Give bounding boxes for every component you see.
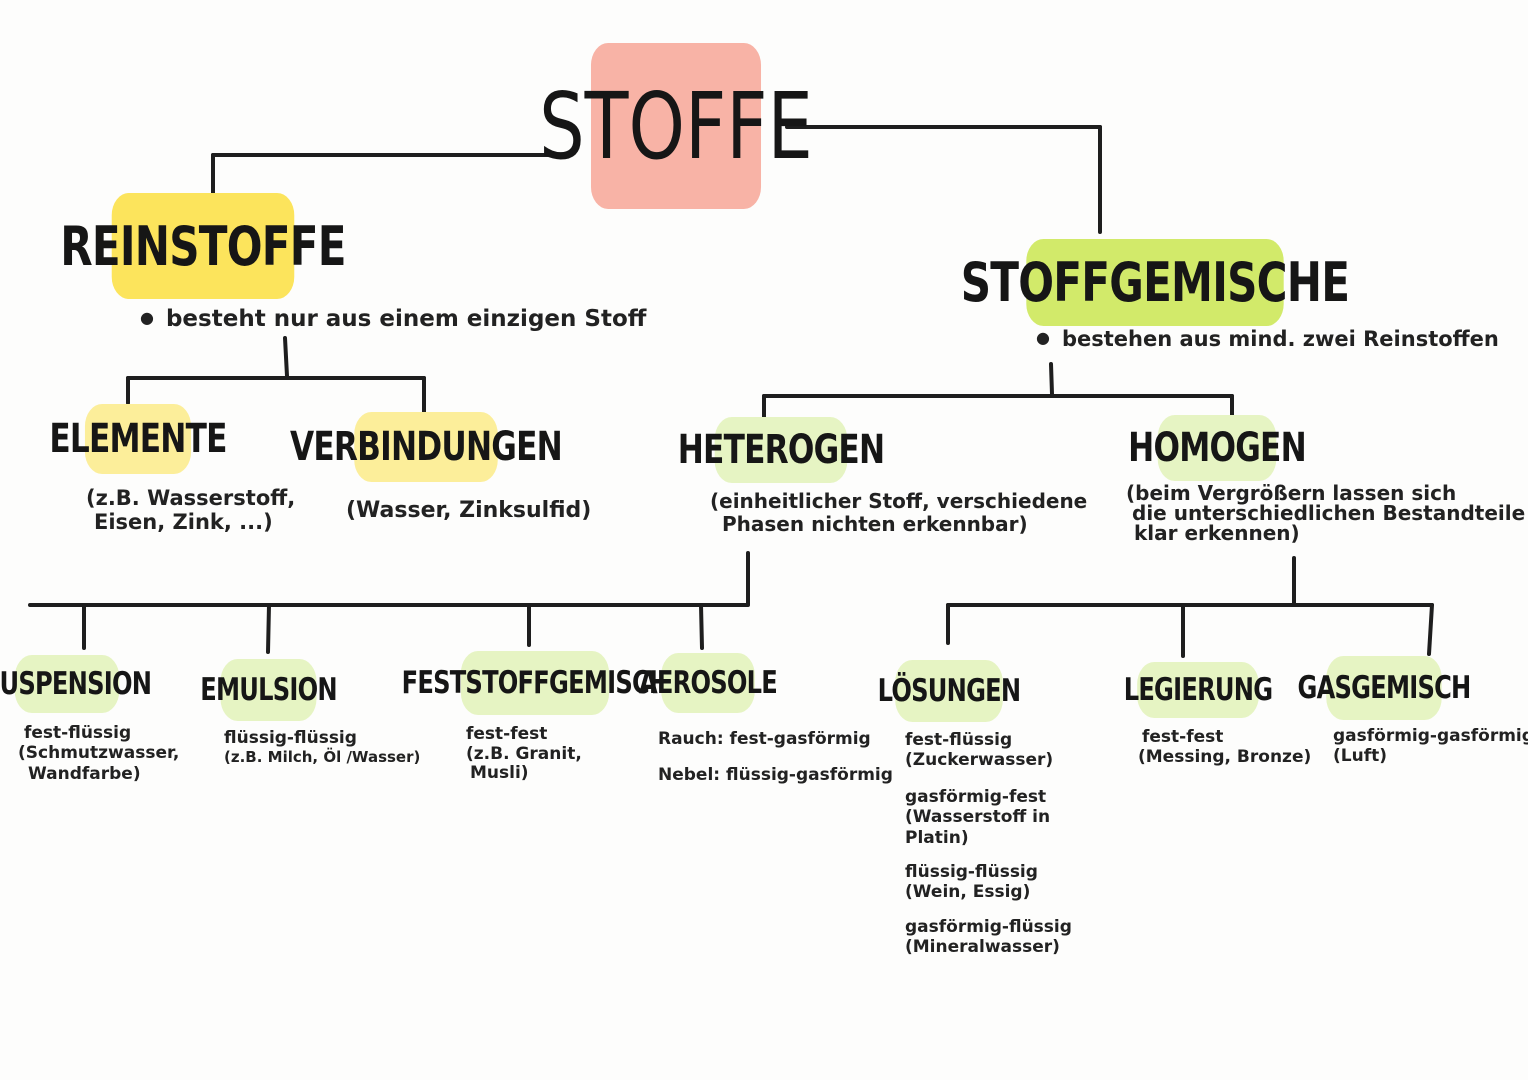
feststoffgemisch-examples: fest-fest (z.B. Granit, Musli) <box>466 724 582 784</box>
node-legierung: LEGIERUNG <box>1124 662 1273 718</box>
node-reinstoffe: REINSTOFFE <box>60 193 347 299</box>
heterogen-description: (einheitlicher Stoff, verschiedene Phase… <box>710 489 1088 536</box>
node-loesungen: LÖSUNGEN <box>878 660 1021 722</box>
connector <box>283 336 289 378</box>
node-verbindungen: VERBINDUNGEN <box>290 412 563 482</box>
connector <box>1427 603 1434 656</box>
connector <box>1049 362 1054 396</box>
aerosole-examples: Rauch: fest-gasförmig Nebel: flüssig-gas… <box>658 729 893 785</box>
node-heterogen: HETEROGEN <box>678 417 885 483</box>
node-elemente: ELEMENTE <box>49 404 227 474</box>
gasgemisch-examples: gasförmig-gasförmig (Luft) <box>1333 726 1528 767</box>
connector <box>699 603 704 650</box>
node-stoffgemische: STOFFGEMISCHE <box>961 239 1350 326</box>
loesungen-examples: fest-flüssig (Zuckerwasser) gasförmig-fe… <box>905 730 1072 958</box>
reinstoffe-description: besteht nur aus einem einzigen Stoff <box>140 306 646 332</box>
node-feststoffgemisch: FESTSTOFFGEMISCH <box>402 651 669 715</box>
connector <box>266 603 271 654</box>
node-gasgemisch: GASGEMISCH <box>1298 656 1471 720</box>
stoffgemische-description: bestehen aus mind. zwei Reinstoffen <box>1036 327 1499 351</box>
legierung-examples: fest-fest (Messing, Bronze) <box>1138 727 1312 768</box>
node-homogen: HOMOGEN <box>1128 415 1307 481</box>
suspension-examples: fest-flüssig (Schmutzwasser, Wandfarbe) <box>18 723 180 784</box>
node-suspension: SUSPENSION <box>0 655 152 713</box>
emulsion-examples: flüssig-flüssig (z.B. Milch, Öl /Wasser) <box>224 728 421 767</box>
homogen-description: (beim Vergrößern lassen sich die untersc… <box>1126 481 1526 545</box>
node-emulsion: EMULSION <box>200 659 338 721</box>
node-aerosole: AEROSOLE <box>639 653 778 713</box>
elemente-examples: (z.B. Wasserstoff, Eisen, Zink, ...) <box>86 486 296 535</box>
verbindungen-examples: (Wasser, Zinksulfid) <box>346 498 592 523</box>
root-node-stoffe: STOFFE <box>539 43 813 209</box>
